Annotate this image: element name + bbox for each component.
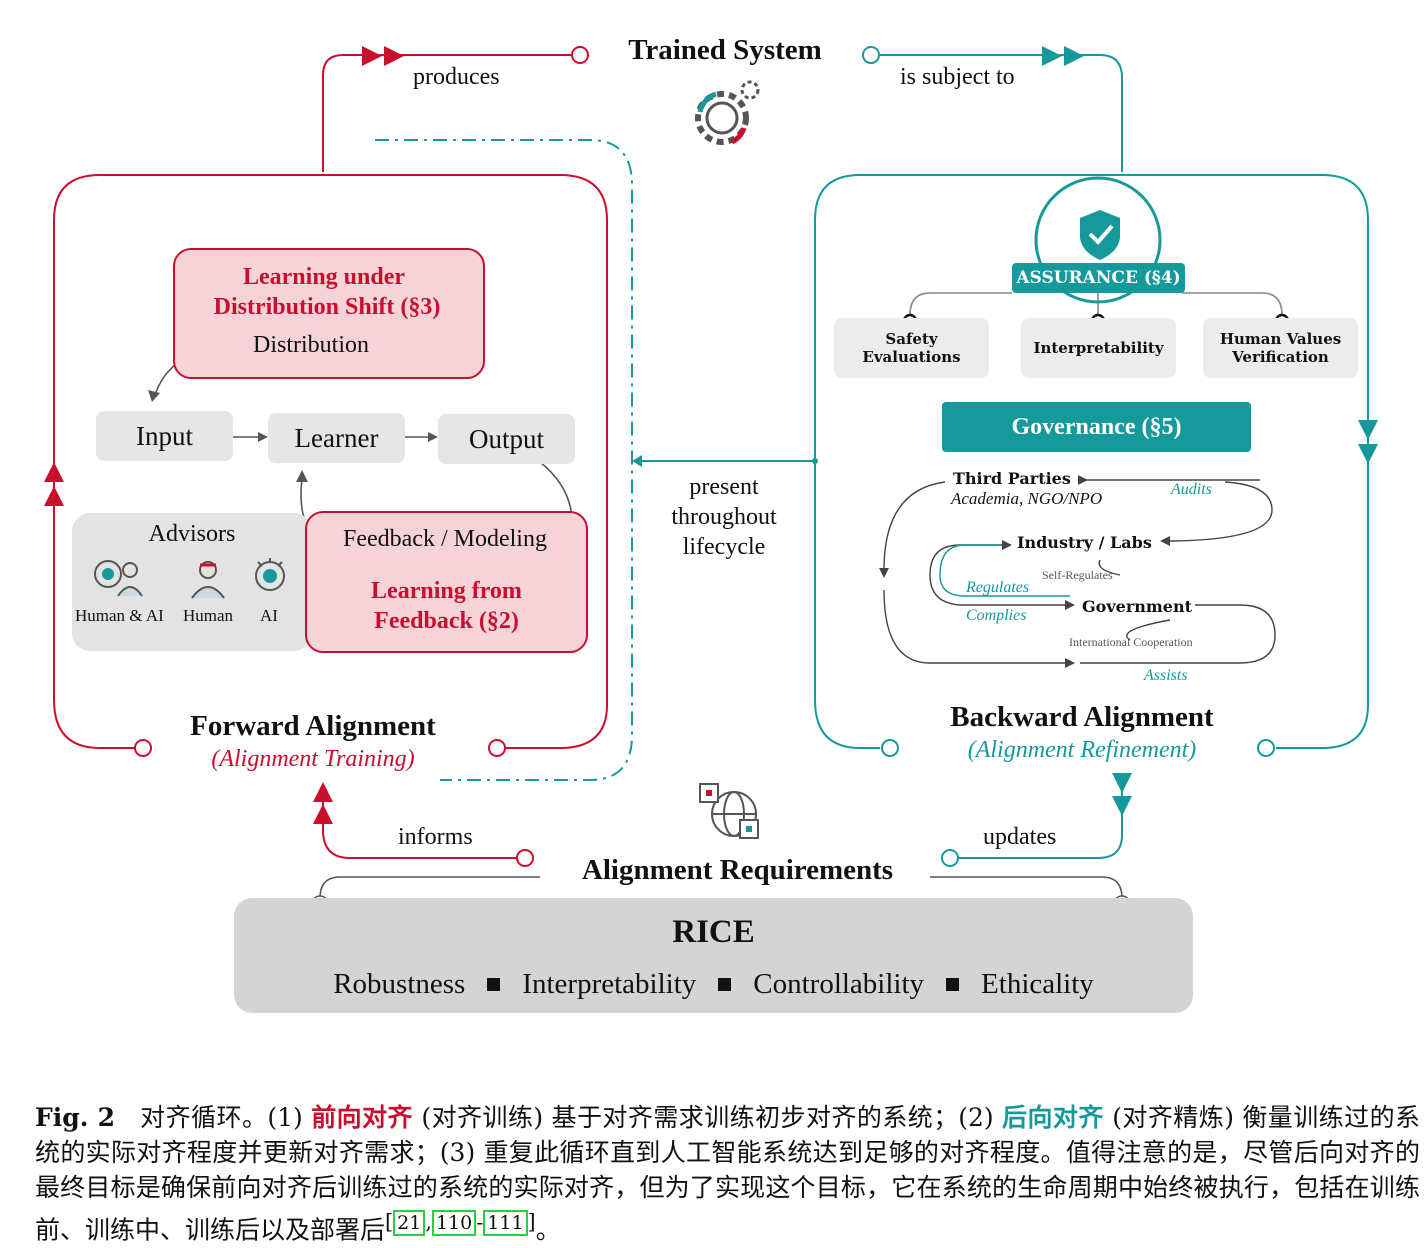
figure-number: Fig. 2 bbox=[35, 1103, 115, 1132]
hv-line2: Verification bbox=[1232, 348, 1329, 366]
advisors-title: Advisors bbox=[148, 521, 236, 547]
human-label: Human bbox=[183, 606, 234, 625]
complies-label: Complies bbox=[966, 607, 1027, 624]
informs-label: informs bbox=[398, 824, 473, 850]
globe-puzzle-icon bbox=[699, 783, 759, 839]
interpretability-pill: Interpretability bbox=[1021, 318, 1176, 378]
academia-label: Academia, NGO/NPO bbox=[951, 489, 1103, 508]
ai-icon bbox=[255, 558, 285, 591]
safety-line1: Safety bbox=[885, 330, 938, 348]
industry-labs-label: Industry / Labs bbox=[1017, 533, 1152, 552]
rice-ethicality: Ethicality bbox=[981, 968, 1094, 1000]
backward-loop bbox=[814, 54, 1369, 859]
gear-icon bbox=[695, 80, 760, 145]
caption-part2: (对齐训练) 基于对齐需求训练初步对齐的系统；(2) bbox=[413, 1103, 1003, 1132]
trained-system-title: Trained System bbox=[628, 34, 822, 66]
distribution-shift-box bbox=[173, 248, 485, 379]
caption-part3: (对齐精炼) 衡量训练过的系统的实际对齐程度并更新对齐需求；(3) 重复此循环直… bbox=[35, 1103, 1421, 1245]
rice-controllability: Controllability bbox=[753, 968, 925, 1000]
rice-box bbox=[234, 898, 1193, 1013]
bullet-square-icon bbox=[946, 978, 960, 991]
hv-line1: Human Values bbox=[1219, 330, 1342, 348]
output-node: Output bbox=[438, 414, 575, 464]
international-cooperation-label: International Cooperation bbox=[1069, 635, 1193, 649]
rice-interpretability: Interpretability bbox=[522, 968, 697, 1000]
caption-part1: 对齐循环。(1) bbox=[140, 1103, 312, 1132]
ds-title-line2: Distribution Shift (§3) bbox=[213, 294, 441, 320]
backward-alignment-title: Backward Alignment bbox=[950, 701, 1214, 733]
updates-label: updates bbox=[983, 824, 1057, 850]
caption-forward-term: 前向对齐 bbox=[311, 1103, 414, 1132]
lifecycle-line3: lifecycle bbox=[682, 534, 766, 560]
ai-label: AI bbox=[260, 606, 278, 625]
input-node: Input bbox=[96, 411, 233, 461]
governance-banner: Governance (§5) bbox=[942, 402, 1251, 452]
learner-node: Learner bbox=[268, 413, 405, 463]
is-subject-to-label: is subject to bbox=[900, 64, 1015, 90]
human-ai-label: Human & AI bbox=[75, 606, 164, 625]
assists-label: Assists bbox=[1144, 667, 1188, 684]
third-parties-label: Third Parties bbox=[953, 469, 1071, 488]
forward-alignment-title: Forward Alignment bbox=[190, 710, 436, 742]
feedback-modeling-label: Feedback / Modeling bbox=[343, 526, 547, 552]
ds-title-line1: Learning under bbox=[242, 264, 406, 290]
forward-alignment-subtitle: (Alignment Training) bbox=[211, 746, 415, 772]
rice-items: Robustness Interpretability Controllabil… bbox=[234, 968, 1193, 1001]
shield-icon bbox=[1080, 210, 1120, 260]
caption-end: 。 bbox=[535, 1215, 561, 1245]
learning-from-feedback-box bbox=[305, 511, 588, 653]
lifecycle-bracket bbox=[375, 139, 633, 781]
bullet-square-icon bbox=[487, 978, 501, 991]
lifecycle-line1: present bbox=[689, 474, 759, 500]
citation-link[interactable]: 111 bbox=[483, 1210, 528, 1236]
self-regulates-label: Self-Regulates bbox=[1042, 568, 1113, 582]
rice-title: RICE bbox=[672, 914, 755, 950]
assurance-banner: ASSURANCE (§4) bbox=[1012, 263, 1185, 293]
distribution-label: Distribution bbox=[253, 332, 370, 358]
audits-label: Audits bbox=[1171, 481, 1212, 498]
safety-line2: Evaluations bbox=[862, 348, 961, 366]
citation-link[interactable]: 110 bbox=[431, 1210, 477, 1236]
rice-robustness: Robustness bbox=[333, 968, 466, 1000]
produces-label: produces bbox=[413, 64, 500, 90]
lifecycle-note: present throughout lifecycle bbox=[654, 472, 794, 562]
backward-arrowheads bbox=[1042, 46, 1378, 816]
backward-alignment-subtitle: (Alignment Refinement) bbox=[967, 737, 1197, 763]
alignment-requirements-title: Alignment Requirements bbox=[581, 854, 894, 886]
human-icon bbox=[191, 561, 225, 599]
figure-caption: Fig. 2 对齐循环。(1) 前向对齐 (对齐训练) 基于对齐需求训练初步对齐… bbox=[35, 1103, 1421, 1245]
lf-title-line1: Learning from bbox=[371, 578, 522, 604]
caption-backward-term: 后向对齐 bbox=[1002, 1103, 1104, 1132]
human-ai-icon bbox=[94, 560, 143, 597]
regulates-label: Regulates bbox=[966, 579, 1030, 596]
bullet-square-icon bbox=[718, 978, 732, 991]
government-label: Government bbox=[1082, 597, 1193, 616]
forward-loop bbox=[53, 54, 608, 859]
lifecycle-line2: throughout bbox=[671, 504, 777, 530]
forward-arrowheads bbox=[44, 46, 404, 824]
citation-link[interactable]: 21 bbox=[393, 1210, 426, 1236]
lf-title-line2: Feedback (§2) bbox=[374, 608, 519, 634]
